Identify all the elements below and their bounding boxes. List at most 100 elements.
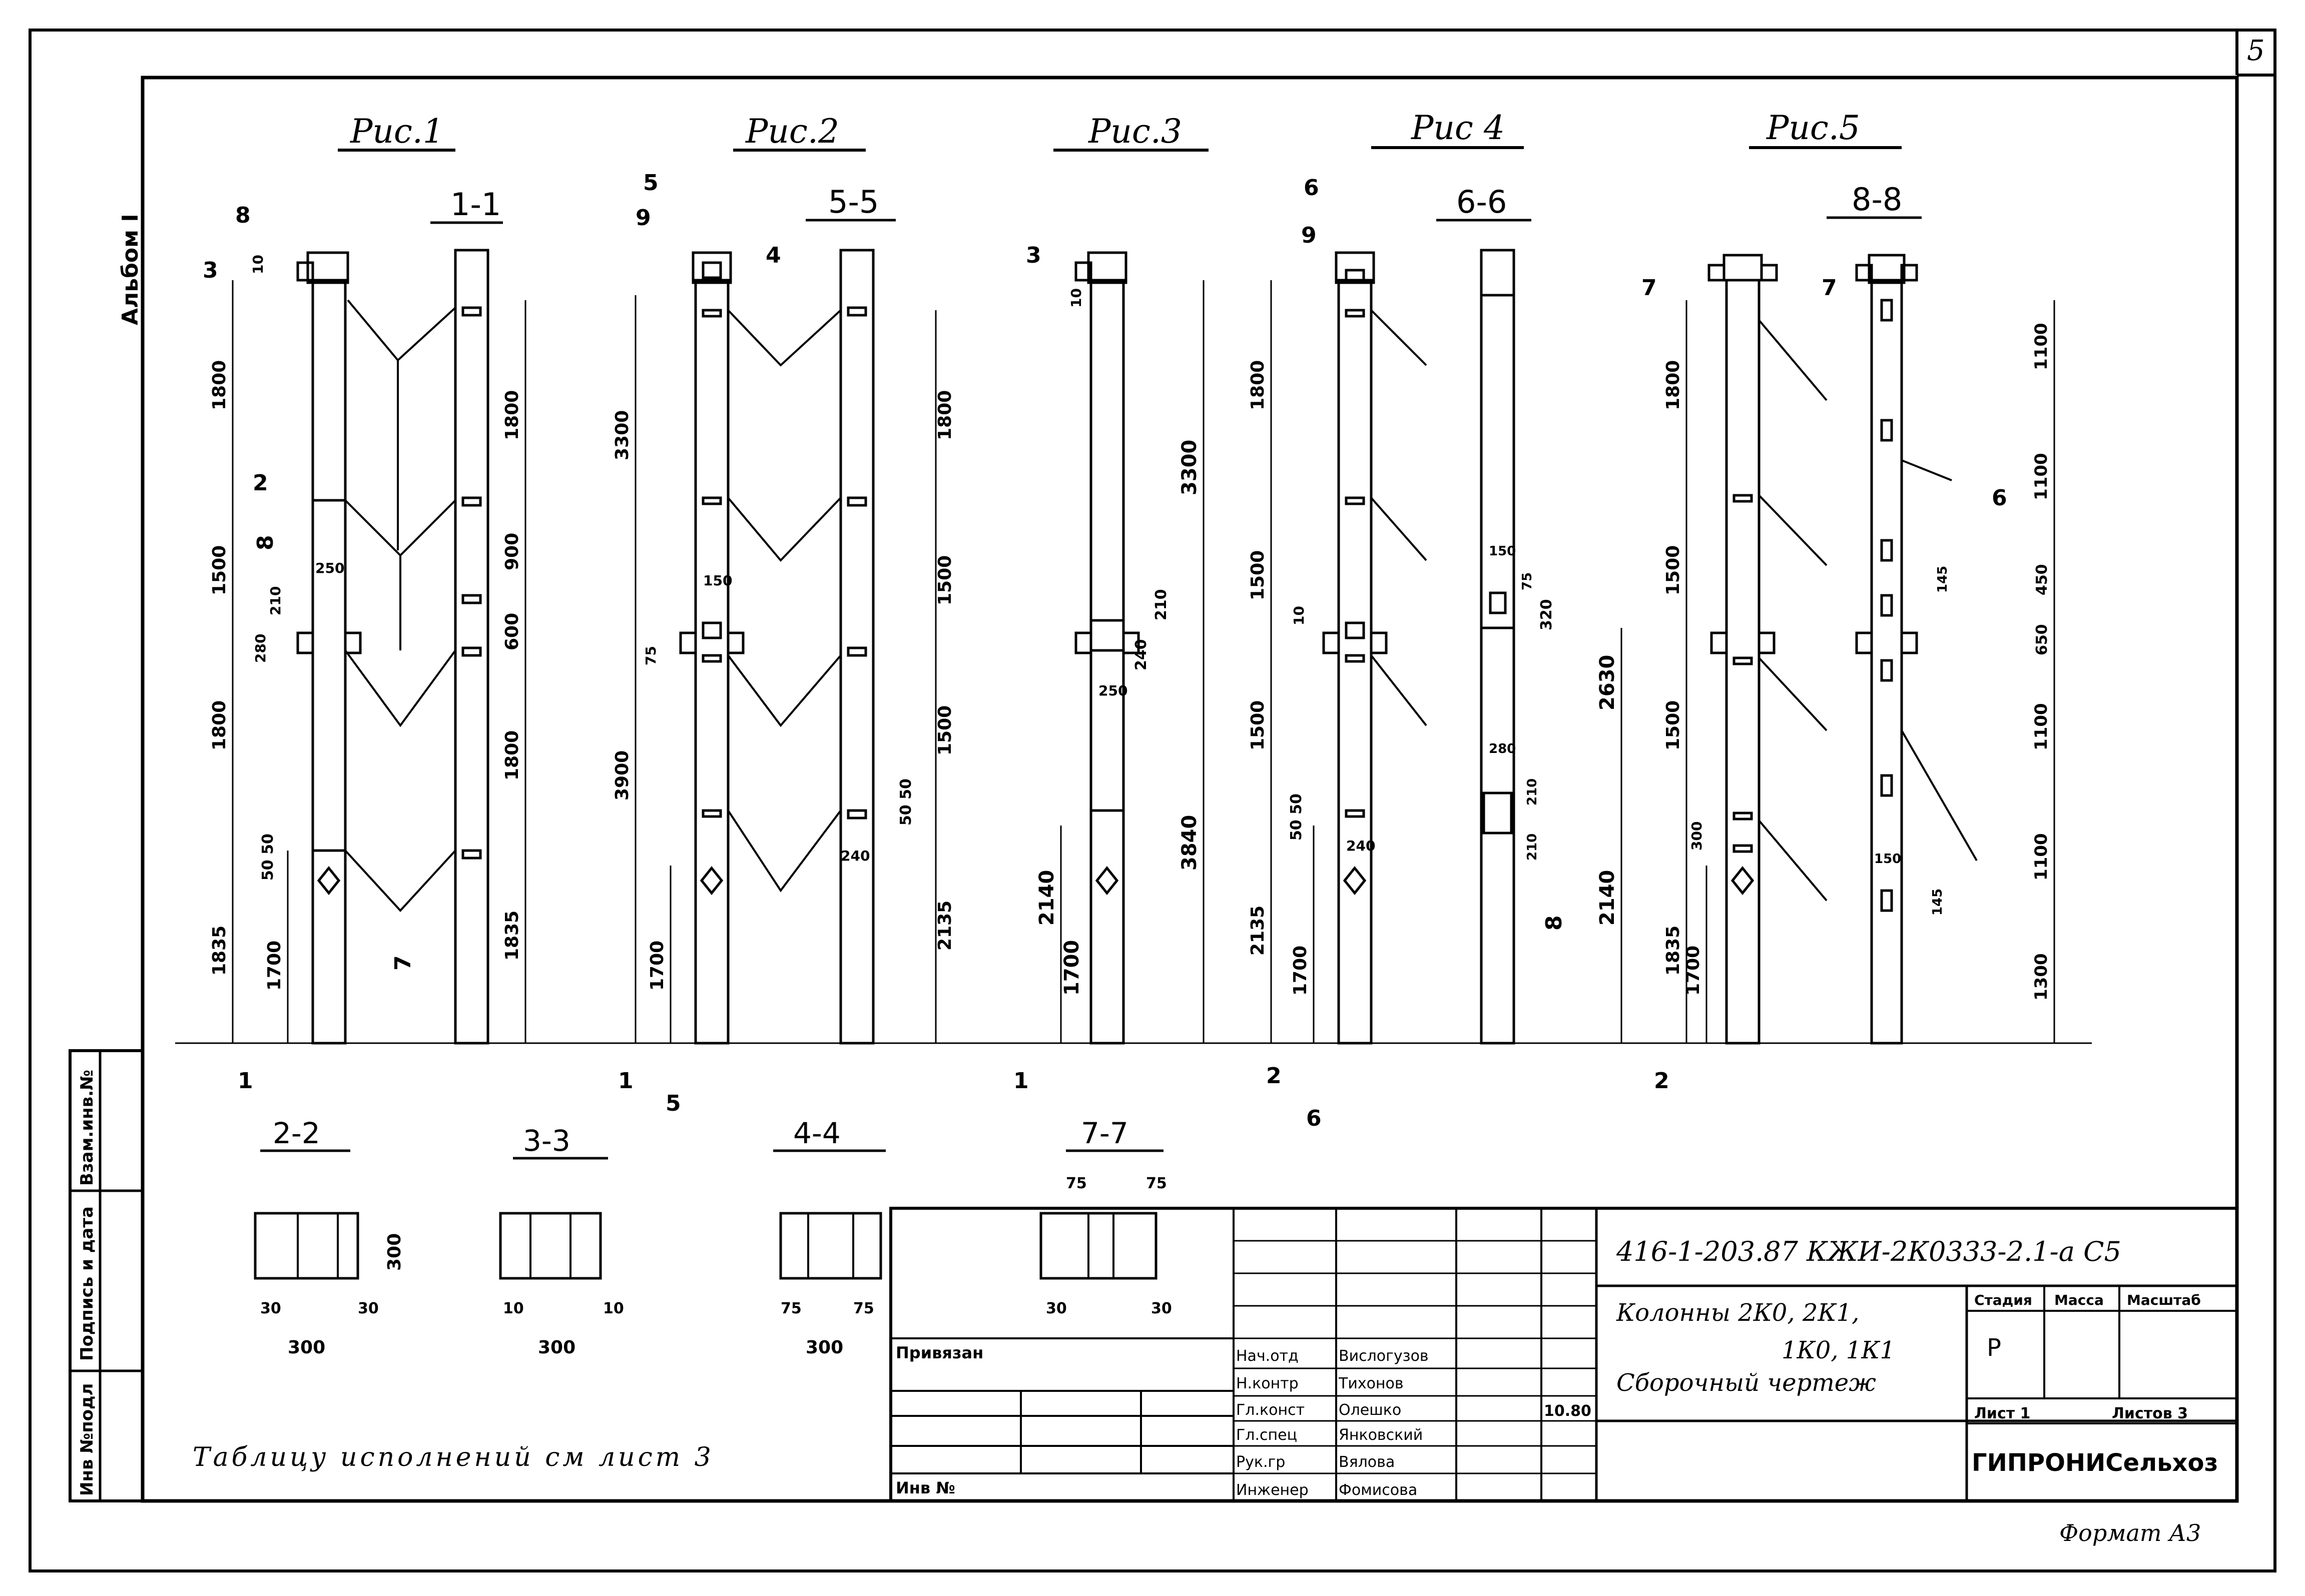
fig2-column (679, 251, 745, 1045)
sec33-b: 10 (603, 1300, 624, 1317)
dim-sec55-1500a: 1500 (935, 555, 955, 605)
dim-sec88-1100d: 1100 (2031, 833, 2051, 881)
signer-role-5: Рук.гр (1236, 1453, 1285, 1471)
dim-sec11-1835: 1835 (502, 911, 522, 961)
dim-fig4-2135: 2135 (1248, 906, 1268, 956)
fig1-column (296, 251, 362, 1045)
callout-4a: 4 (766, 243, 781, 268)
callout-8a: 8 (235, 203, 251, 228)
table-note: Таблицу исполнений см лист 3 (193, 1442, 714, 1472)
dim-fig4-1700: 1700 (1290, 946, 1311, 996)
dim-fig3-240: 240 (1132, 639, 1150, 670)
fig5-title: Рис.5 (1766, 109, 1860, 147)
sec22-width: 300 (288, 1337, 325, 1358)
callout-5a: 5 (643, 170, 659, 196)
album-label: Альбом I (118, 214, 143, 325)
callout-7c: 7 (1822, 275, 1837, 301)
dim-fig4-240: 240 (1346, 838, 1375, 854)
dim-fig2-3300: 3300 (612, 410, 633, 460)
callout-8c: 8 (1541, 915, 1567, 931)
rebar-zigzags (344, 299, 1978, 912)
dim-sec11-600: 600 (502, 613, 522, 650)
dim-sec11-1800b: 1800 (502, 730, 522, 780)
signer-name-6: Фомисова (1339, 1481, 1417, 1499)
dim-sec55-5050: 50 50 (897, 778, 915, 826)
dim-sec66-75: 75 (1520, 572, 1535, 590)
dim-fig4-5050: 50 50 (1288, 793, 1305, 841)
dim-fig2-150: 150 (703, 572, 732, 589)
signer-role-6: Инженер (1236, 1481, 1309, 1499)
fig3-title: Рис.3 (1088, 112, 1182, 151)
sec11-column (454, 249, 489, 1045)
stamp-inv-replaced: Взам.инв.№ (77, 1070, 97, 1186)
sec44-width: 300 (806, 1337, 843, 1358)
dim-sec55-240: 240 (841, 848, 870, 864)
section-8-8-title: 8-8 (1852, 181, 1902, 218)
dim-fig5-300: 300 (1688, 822, 1705, 851)
signer-name-1: Вислогузов (1339, 1347, 1429, 1365)
dim-fig4-1800: 1800 (1248, 360, 1268, 410)
callout-9b: 9 (1301, 223, 1317, 248)
callout-5b: 5 (666, 1091, 681, 1116)
section-6-6-title: 6-6 (1456, 184, 1507, 220)
fig1-title: Рис.1 (350, 112, 444, 151)
figure-titles: Рис.1 Рис.2 Рис.3 Рис 4 Рис.5 1-1 5-5 6-… (338, 109, 1922, 224)
sheets-label: Листов 3 (2112, 1405, 2188, 1422)
bottom-sections: 2-2 300 300 30 30 3-3 300 10 10 4-4 300 … (254, 1116, 1172, 1358)
fig2-title: Рис.2 (745, 112, 839, 151)
callout-2b: 2 (1266, 1063, 1282, 1089)
dim-fig1-1800b: 1800 (209, 700, 230, 750)
dim-sec66-210a: 210 (1525, 778, 1540, 806)
sec77-a: 75 (1066, 1175, 1087, 1192)
dim-sec88-1300: 1300 (2031, 953, 2051, 1001)
section-2-2-title: 2-2 (273, 1116, 320, 1150)
dim-fig1-1500: 1500 (209, 545, 230, 595)
signer-role-2: Н.контр (1236, 1375, 1299, 1392)
dim-sec66-2630: 2630 (1596, 655, 1619, 710)
dim-sec66-2140: 2140 (1596, 870, 1619, 926)
sec77-b: 75 (1146, 1175, 1167, 1192)
dim-sec88-450: 450 (2033, 564, 2051, 595)
dim-fig1-250: 250 (315, 560, 344, 576)
section-3-3-title: 3-3 (523, 1124, 570, 1158)
fig5-column (1707, 254, 1778, 1045)
sec33-width: 300 (538, 1337, 575, 1358)
dim-sec55-1500b: 1500 (935, 705, 955, 755)
doc-code: 416-1-203.87 КЖИ-2К0333-2.1-а С5 (1616, 1236, 2121, 1267)
callout-6b: 6 (1306, 1106, 1322, 1131)
dim-sec55-2135: 2135 (935, 901, 955, 951)
sec77-bottom-a: 30 (1046, 1300, 1067, 1317)
callout-1c: 1 (1013, 1068, 1029, 1094)
dim-sec88-1100b: 1100 (2031, 453, 2051, 500)
signer-role-1: Нач.отд (1236, 1347, 1299, 1365)
callout-7b: 7 (1641, 275, 1657, 301)
dim-fig2-1700: 1700 (647, 941, 668, 991)
format-note: Формат А3 (2059, 1519, 2201, 1546)
dim-sec55-1800: 1800 (935, 390, 955, 440)
dim-sec88-650: 650 (2033, 624, 2051, 655)
callout-6c: 6 (1992, 485, 2007, 511)
org-name: ГИПРОНИСельхоз (1972, 1449, 2218, 1477)
dim-fig3-3840: 3840 (1178, 815, 1201, 871)
signer-name-3: Олешко (1339, 1401, 1401, 1419)
dim-fig3-3300: 3300 (1178, 440, 1201, 495)
scale-label: Масштаб (2127, 1292, 2201, 1308)
callout-7a: 7 (390, 955, 416, 971)
dim-sec88-150: 150 (1874, 852, 1901, 867)
dim-sec88-145b: 145 (1930, 889, 1945, 916)
dim-fig4-1500a: 1500 (1248, 550, 1268, 600)
dim-sec11-1800a: 1800 (502, 390, 522, 440)
dim-fig3-250: 250 (1098, 682, 1127, 699)
sec22-height: 300 (384, 1233, 405, 1271)
callout-3b: 3 (1026, 243, 1041, 268)
fig4-title: Рис 4 (1411, 109, 1505, 147)
sec33-a: 10 (503, 1300, 524, 1317)
dim-fig4-1500b: 1500 (1248, 700, 1268, 750)
dim-sec66-210b: 210 (1525, 834, 1540, 861)
dim-sec11-900: 900 (502, 533, 522, 570)
dim-sec88-145a: 145 (1935, 566, 1950, 593)
dim-sec66-320: 320 (1538, 599, 1555, 630)
callout-2c: 2 (1654, 1068, 1669, 1094)
stage-value: Р (1987, 1334, 2001, 1362)
